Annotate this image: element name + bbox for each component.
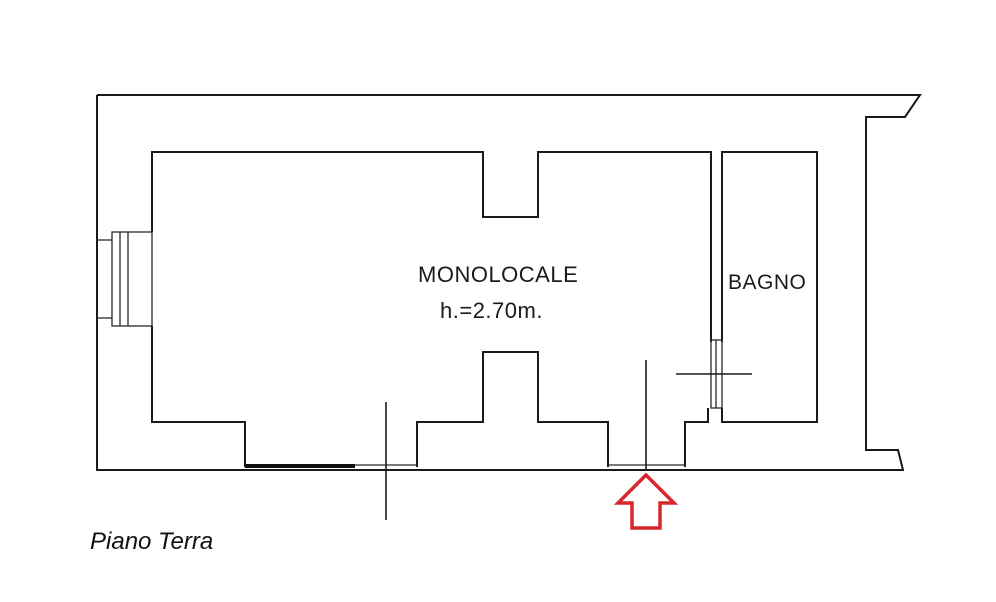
floor-label: Piano Terra <box>90 528 214 555</box>
bagno-door <box>676 339 752 409</box>
bagno-label: BAGNO <box>728 271 807 294</box>
left-steps <box>97 231 153 327</box>
up-arrow-icon <box>613 472 679 530</box>
entrance-door <box>608 360 685 470</box>
monolocale-room-outline <box>151 151 712 467</box>
monolocale-height-label: h.=2.70m. <box>440 298 543 323</box>
outer-wall <box>96 94 922 471</box>
bagno-room-outline <box>721 151 818 423</box>
monolocale-label: MONOLOCALE <box>418 262 579 287</box>
front-window <box>245 464 417 468</box>
